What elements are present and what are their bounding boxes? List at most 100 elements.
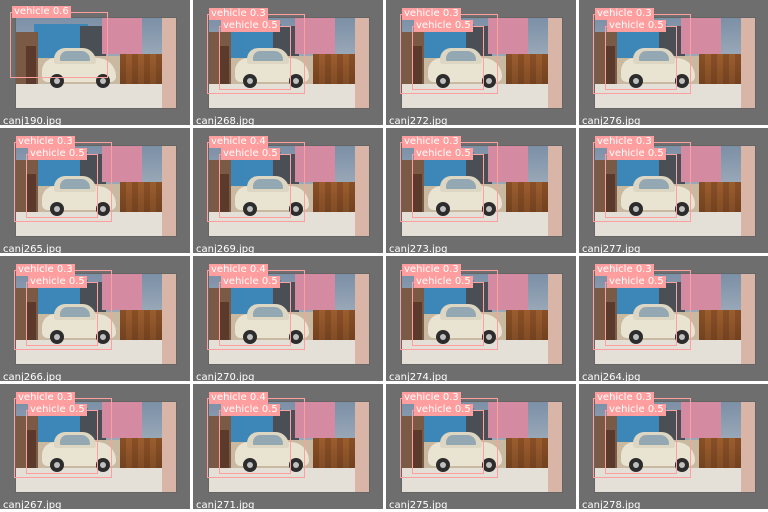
scene-left-wall-shadow [605, 430, 615, 490]
tile-photo [16, 18, 176, 108]
car-front-wheel [50, 202, 64, 216]
detection-class: vehicle [223, 148, 259, 159]
detection-label: vehicle 0.5 [414, 148, 473, 160]
tile-filename: canj190.jpg [3, 116, 62, 125]
detection-label: vehicle 0.5 [221, 20, 280, 32]
detection-class: vehicle [404, 392, 440, 403]
scene-pink-building [295, 402, 335, 438]
detection-score: 0.5 [68, 276, 85, 287]
car-front-wheel [436, 330, 450, 344]
detection-label: vehicle 0.5 [607, 20, 666, 32]
detection-label: vehicle 0.5 [414, 20, 473, 32]
car-front-wheel [243, 330, 257, 344]
scene-pink-building [488, 18, 528, 54]
detection-label: vehicle 0.5 [28, 404, 87, 416]
car-windows [446, 307, 476, 317]
scene-ground [209, 212, 369, 236]
car-windows [639, 307, 669, 317]
detection-label: vehicle 0.6 [12, 6, 71, 18]
car-windows [639, 51, 669, 61]
detection-label: vehicle 0.3 [402, 392, 461, 404]
tile-filename: canj277.jpg [582, 244, 641, 253]
scene-pink-building [681, 402, 721, 438]
car-front-wheel [436, 202, 450, 216]
detection-class: vehicle [597, 264, 633, 275]
detection-class: vehicle [597, 8, 633, 19]
scene-pink-building [102, 274, 142, 310]
detection-label: vehicle 0.5 [28, 276, 87, 288]
scene-ground [16, 84, 176, 108]
scene-left-wall-shadow [605, 46, 615, 106]
detection-box [605, 26, 677, 90]
detection-score: 0.3 [249, 8, 266, 19]
tile-filename: canj274.jpg [389, 372, 448, 381]
tile-photo [402, 18, 562, 108]
detection-score: 0.5 [647, 404, 664, 415]
detection-class: vehicle [609, 404, 645, 415]
detection-class: vehicle [211, 392, 247, 403]
car-front-wheel [629, 330, 643, 344]
detection-class: vehicle [18, 264, 54, 275]
detection-score: 0.5 [647, 148, 664, 159]
detection-box [219, 410, 291, 474]
detection-class: vehicle [223, 20, 259, 31]
scene-right-post [548, 18, 562, 108]
detection-box [10, 12, 108, 78]
scene-right-post [162, 402, 176, 492]
detection-score: 0.5 [261, 20, 278, 31]
detection-label: vehicle 0.5 [28, 148, 87, 160]
detection-class: vehicle [416, 404, 452, 415]
detection-label: vehicle 0.3 [595, 264, 654, 276]
scene-pink-building [295, 146, 335, 182]
detection-score: 0.6 [52, 6, 69, 17]
car-windows [446, 51, 476, 61]
scene-left-wall-shadow [219, 46, 229, 106]
car-front-wheel [436, 74, 450, 88]
detection-label: vehicle 0.4 [209, 136, 268, 148]
detection-label: vehicle 0.3 [402, 136, 461, 148]
car-windows [253, 179, 283, 189]
scene-ground [16, 340, 176, 364]
car-windows [253, 435, 283, 445]
car-front-wheel [243, 202, 257, 216]
scene-right-post [741, 18, 755, 108]
tile-filename: canj267.jpg [3, 500, 62, 509]
detection-box [219, 26, 291, 90]
tile-filename: canj278.jpg [582, 500, 641, 509]
detection-score: 0.5 [647, 276, 664, 287]
scene-left-wall-shadow [412, 430, 422, 490]
scene-ground [402, 340, 562, 364]
detection-label: vehicle 0.5 [221, 148, 280, 160]
detection-score: 0.3 [635, 264, 652, 275]
detection-label: vehicle 0.4 [209, 264, 268, 276]
scene-left-wall-shadow [219, 302, 229, 362]
detection-class: vehicle [416, 276, 452, 287]
scene-left-wall-shadow [605, 302, 615, 362]
scene-pink-building [102, 402, 142, 438]
detection-class: vehicle [30, 148, 66, 159]
detection-class: vehicle [404, 8, 440, 19]
detection-score: 0.5 [261, 148, 278, 159]
car-rear-wheel [482, 458, 496, 472]
detection-label: vehicle 0.3 [595, 392, 654, 404]
scene-right-post [162, 18, 176, 108]
detection-score: 0.4 [249, 136, 266, 147]
detection-label: vehicle 0.3 [595, 136, 654, 148]
detection-box [26, 282, 98, 346]
scene-right-post [355, 402, 369, 492]
car-rear-wheel [675, 74, 689, 88]
detection-score: 0.5 [261, 404, 278, 415]
detection-box [412, 282, 484, 346]
detection-label: vehicle 0.5 [221, 404, 280, 416]
car-front-wheel [243, 458, 257, 472]
detection-label: vehicle 0.5 [607, 404, 666, 416]
scene-pink-building [488, 402, 528, 438]
tile-filename: canj271.jpg [196, 500, 255, 509]
detection-score: 0.4 [249, 392, 266, 403]
scene-right-post [741, 402, 755, 492]
car-front-wheel [629, 74, 643, 88]
scene-pink-building [102, 146, 142, 182]
